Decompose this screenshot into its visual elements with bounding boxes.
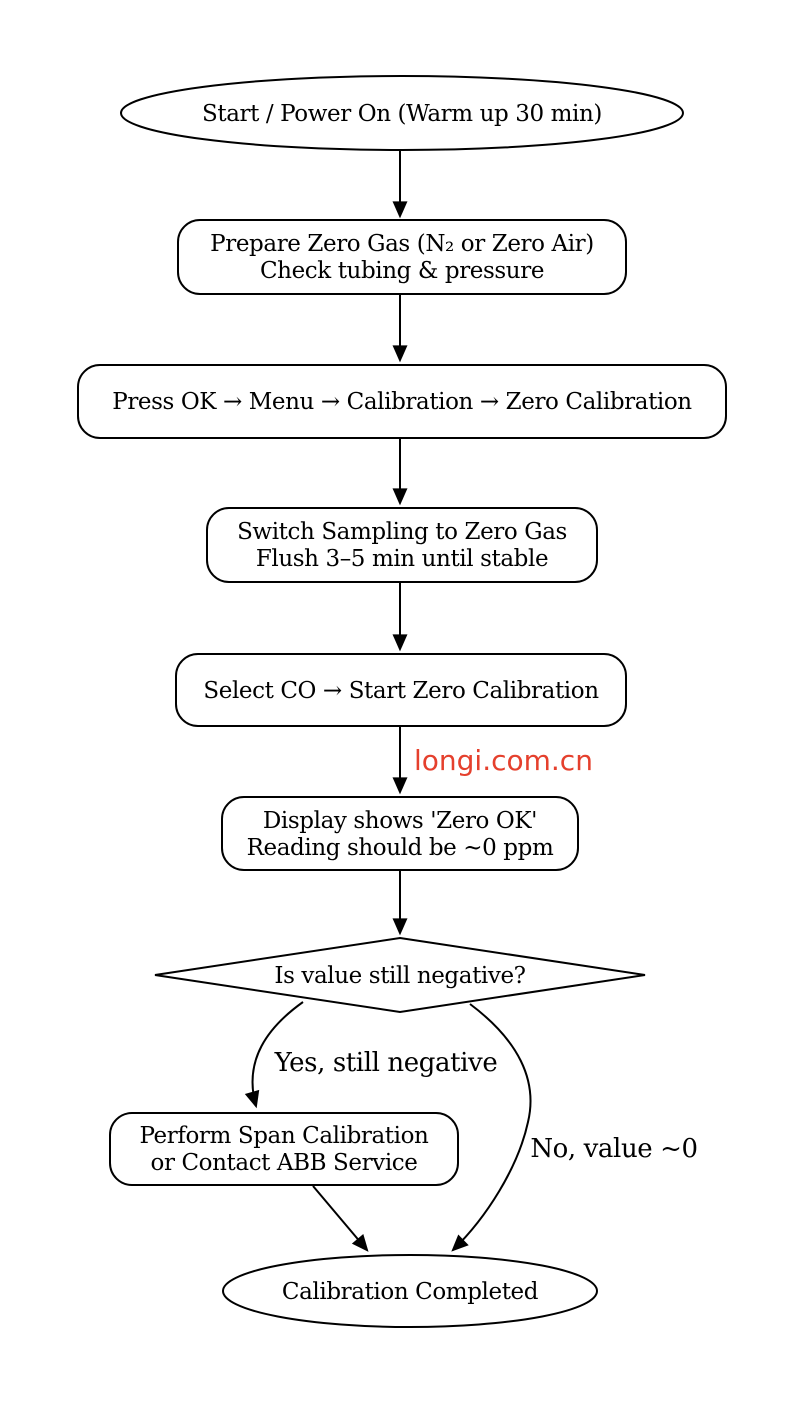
node-start-label: Start / Power On (Warm up 30 min) — [202, 101, 602, 127]
edge-span-to-done — [312, 1185, 369, 1252]
node-decision-label: Is value still negative? — [274, 963, 525, 989]
node-select: Select CO → Start Zero Calibration — [175, 653, 627, 727]
node-menu-label: Press OK → Menu → Calibration → Zero Cal… — [112, 389, 692, 415]
edge-decision-no-to-done — [451, 1003, 532, 1252]
node-span-label-line1: Perform Span Calibration — [140, 1123, 430, 1149]
watermark-text: longi.com.cn — [414, 744, 593, 777]
node-flush-label-line2: Flush 3–5 min until stable — [256, 546, 548, 572]
edges — [244, 151, 532, 1252]
node-flush: Switch Sampling to Zero Gas Flush 3–5 mi… — [206, 507, 598, 583]
node-flush-label-line1: Switch Sampling to Zero Gas — [237, 519, 567, 545]
node-menu: Press OK → Menu → Calibration → Zero Cal… — [77, 364, 727, 439]
node-decision: Is value still negative? — [154, 936, 646, 1014]
node-menu-shape — [77, 364, 727, 439]
node-display: Display shows 'Zero OK' Reading should b… — [221, 796, 579, 871]
node-start: Start / Power On (Warm up 30 min) — [120, 75, 684, 151]
edge-decision-yes-to-span — [244, 1001, 304, 1109]
node-done-label: Calibration Completed — [282, 1279, 539, 1305]
node-start-shape — [120, 75, 684, 151]
edge-label-yes: Yes, still negative — [274, 1048, 498, 1078]
node-prepare-label-line1: Prepare Zero Gas (N₂ or Zero Air) — [210, 231, 594, 257]
node-prepare-label-line2: Check tubing & pressure — [260, 258, 544, 284]
node-prepare: Prepare Zero Gas (N₂ or Zero Air) Check … — [177, 219, 627, 295]
node-done-shape — [222, 1254, 598, 1328]
node-display-label-line2: Reading should be ~0 ppm — [247, 835, 554, 861]
node-decision-shape — [154, 936, 646, 1014]
node-span: Perform Span Calibration or Contact ABB … — [109, 1112, 459, 1186]
node-flush-shape — [206, 507, 598, 583]
node-done: Calibration Completed — [222, 1254, 598, 1328]
node-span-label-line2: or Contact ABB Service — [151, 1150, 418, 1176]
node-select-shape — [175, 653, 627, 727]
node-display-label-line1: Display shows 'Zero OK' — [263, 808, 537, 834]
edge-label-no: No, value ~0 — [530, 1134, 697, 1164]
node-display-shape — [221, 796, 579, 871]
node-select-label: Select CO → Start Zero Calibration — [203, 678, 599, 704]
node-span-shape — [109, 1112, 459, 1186]
node-prepare-shape — [177, 219, 627, 295]
